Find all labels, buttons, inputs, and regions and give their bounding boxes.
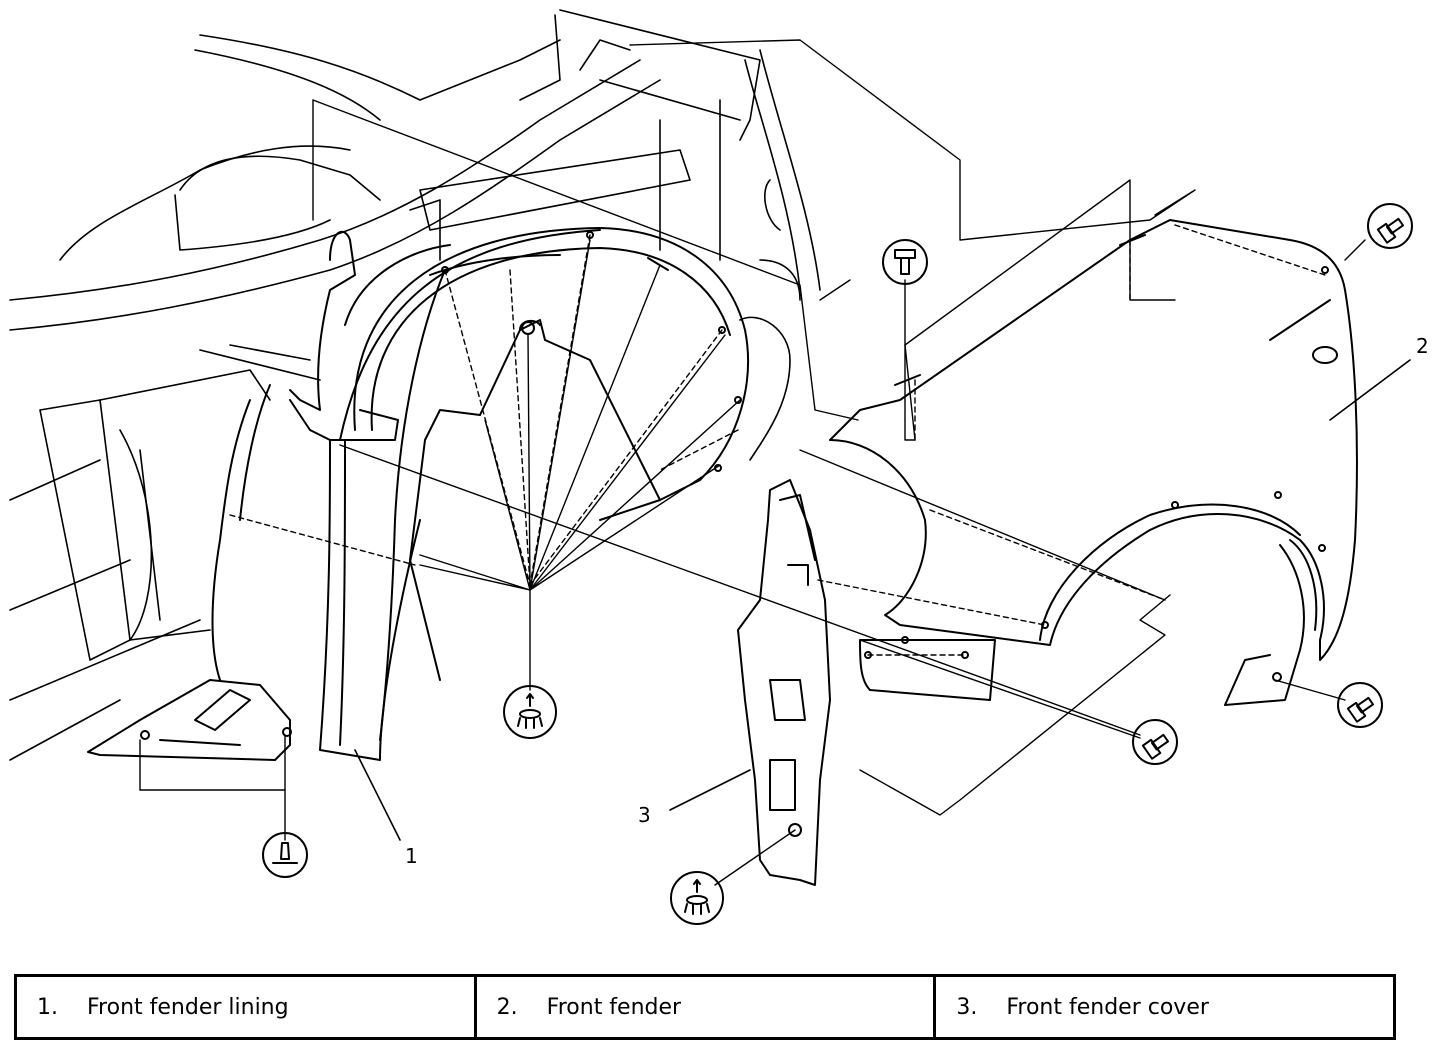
bolt-icon: [1367, 203, 1413, 249]
exploded-view-diagram: 1 2 3: [9, 9, 1429, 925]
legend-number: 1.: [37, 994, 58, 1020]
legend-label: Front fender lining: [87, 994, 289, 1020]
parts-legend-table: 1. Front fender lining 2. Front fender 3…: [14, 974, 1396, 1040]
fender-lining-rear-flap: [1224, 544, 1305, 706]
callout-label-1: 1: [405, 844, 418, 868]
lower-splash-shield: [87, 679, 292, 761]
legend-cell-3: 3. Front fender cover: [933, 977, 1393, 1037]
exploded-view-boundary-lines: [312, 39, 1196, 816]
legend-number: 3.: [956, 994, 978, 1020]
callout-leaders: [354, 359, 1411, 841]
callout-label-3: 3: [638, 803, 651, 827]
legend-number: 2.: [496, 994, 518, 1020]
callout-label-2: 2: [1416, 334, 1429, 358]
clip-icon: [262, 832, 308, 878]
legend-cell-2: 2. Front fender: [473, 977, 934, 1037]
bolt-icon: [1337, 682, 1383, 728]
front-fender: [829, 219, 1358, 701]
legend-label: Front fender cover: [1006, 994, 1209, 1020]
front-fender-lining: [211, 227, 749, 761]
push-rivet-icon: [670, 871, 724, 925]
bolt-icon: [1132, 719, 1178, 765]
legend-label: Front fender: [546, 994, 682, 1020]
alignment-dashed-lines: [229, 224, 1326, 656]
fastener-leader-lines: [139, 239, 1366, 886]
push-rivet-icon: [503, 685, 557, 739]
vehicle-body-structure: [9, 9, 821, 761]
front-fender-cover: [737, 479, 831, 886]
bolt-icon: [882, 239, 928, 285]
legend-cell-1: 1. Front fender lining: [17, 977, 474, 1037]
